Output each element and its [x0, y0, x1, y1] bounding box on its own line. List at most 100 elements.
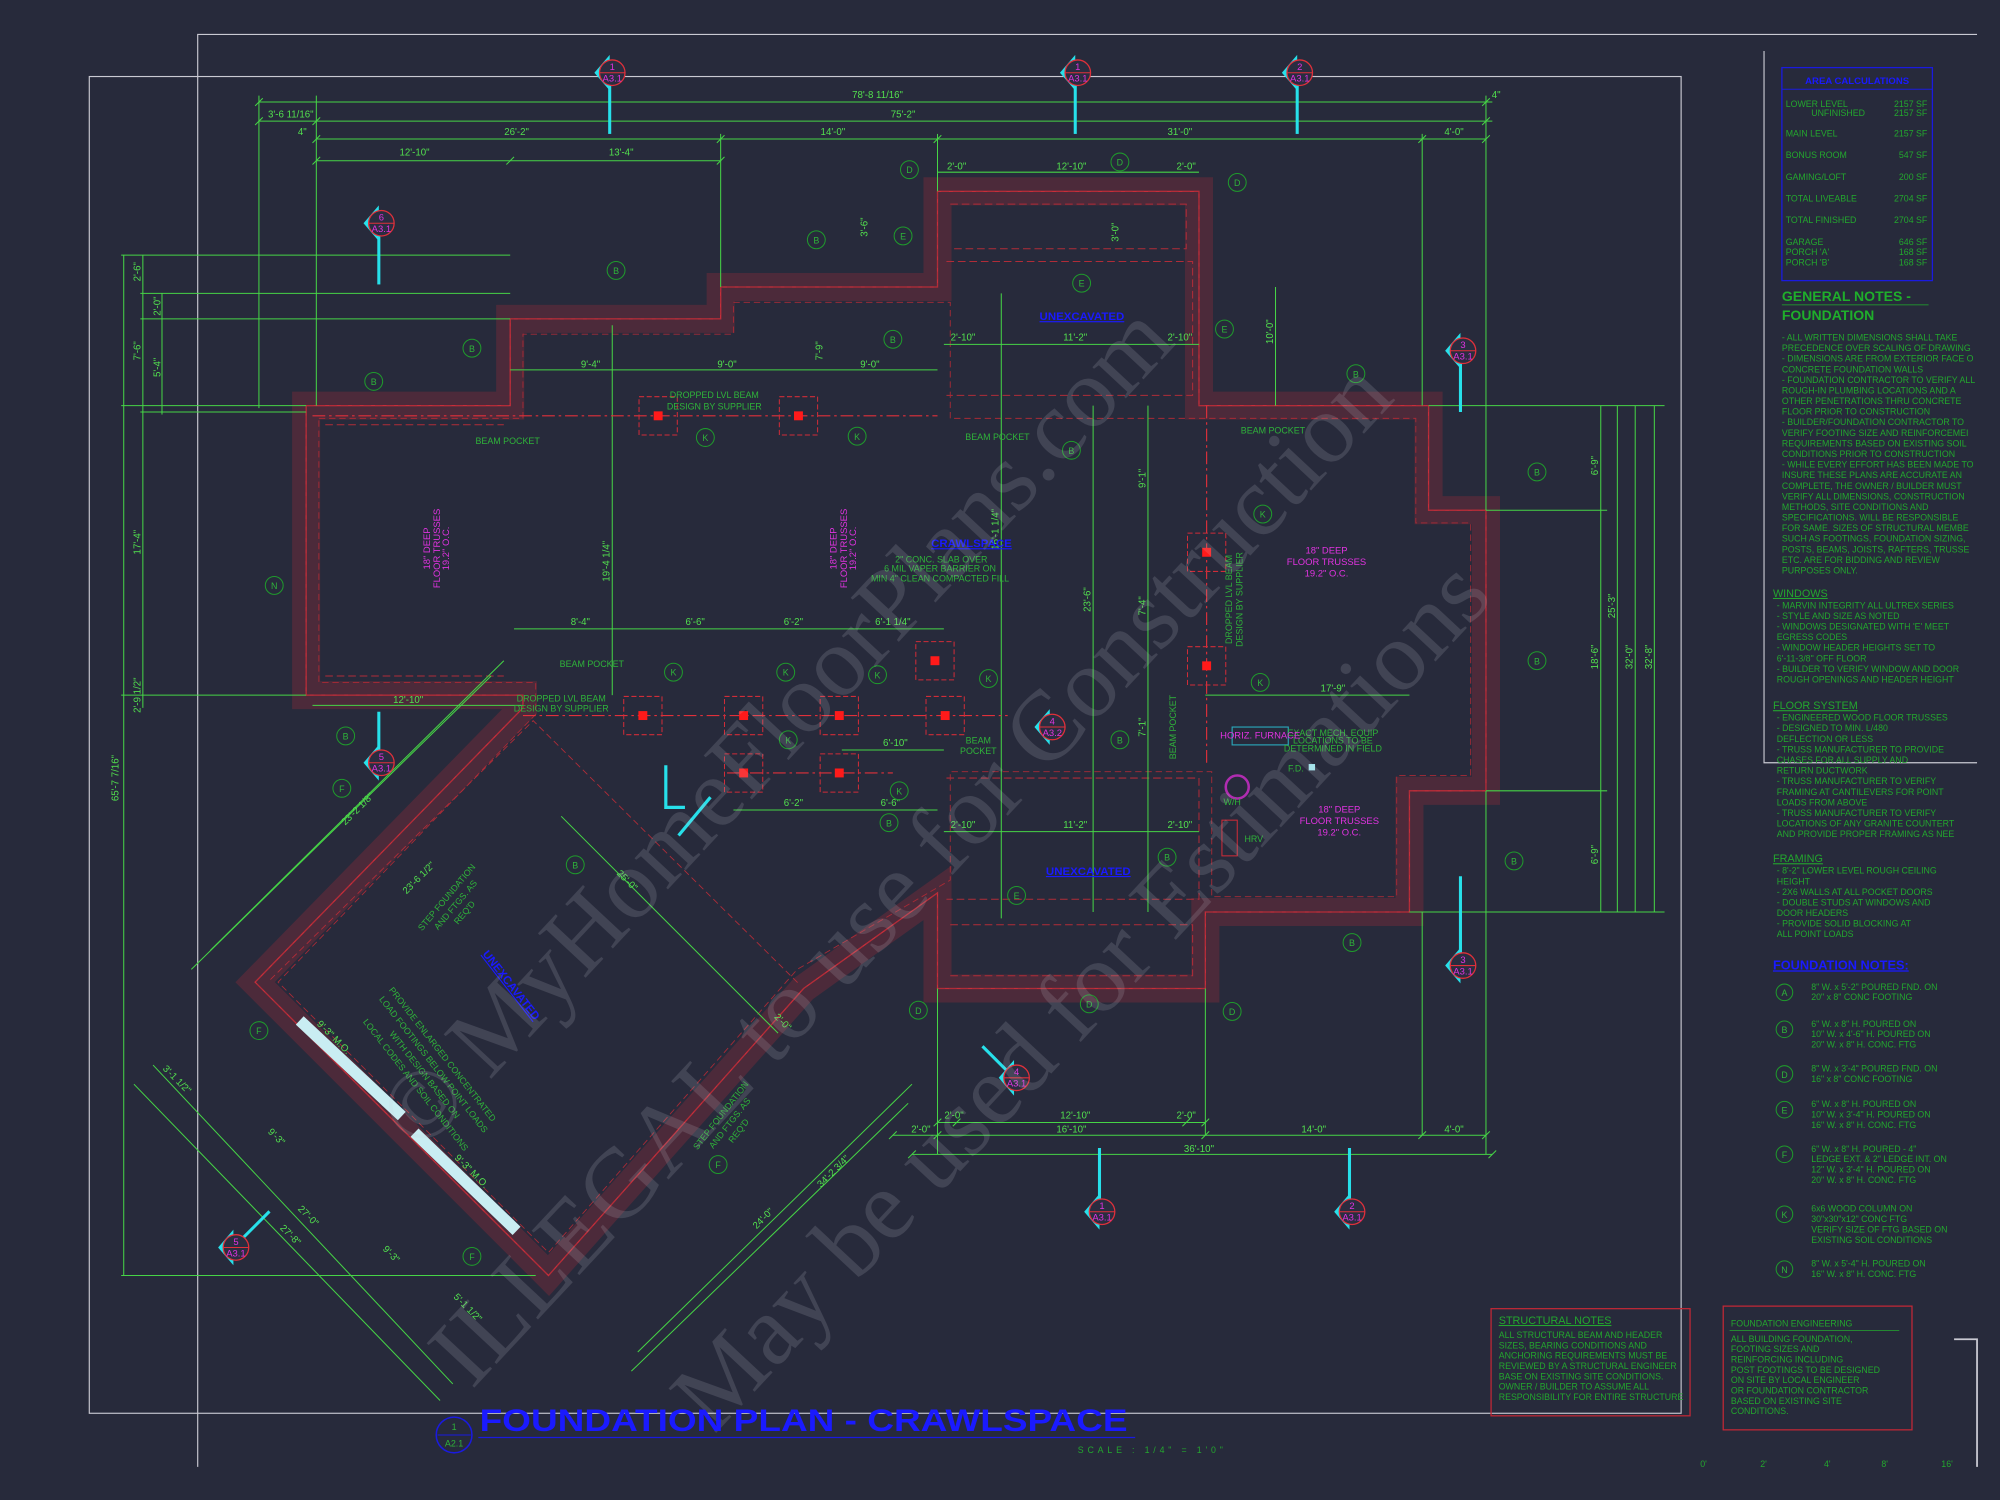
- general-note-line: - ALL WRITTEN DIMENSIONS SHALL TAKE: [1782, 333, 1958, 343]
- floor-truss-label: 19.2" O.C.: [1305, 568, 1349, 579]
- callout-tag: B: [890, 335, 896, 345]
- general-note-line: SPECIFICATIONS. WILL BE RESPONSIBLE: [1782, 513, 1959, 523]
- notes-line: - WINDOWS DESIGNATED WITH 'E' MEET: [1777, 622, 1950, 632]
- callout-circle: [1072, 273, 1092, 293]
- section-marker: 6A3.1: [363, 205, 395, 285]
- dimension-label: 6'-6": [686, 617, 706, 628]
- foundation-notes-title: FOUNDATION NOTES:: [1773, 957, 1909, 972]
- notes-line: - MARVIN INTEGRITY ALL ULTREX SERIES: [1777, 600, 1954, 610]
- wood-column: [1202, 547, 1212, 557]
- wood-column: [638, 711, 648, 721]
- callout-circle: [879, 813, 899, 833]
- section-number: 1: [610, 61, 615, 72]
- wood-column: [653, 411, 663, 421]
- furnace-symbol: [1231, 726, 1289, 746]
- dimension-label: 25'-3": [1607, 593, 1618, 618]
- foundation-note-line: 16" x 8" CONC FOOTING: [1811, 1074, 1912, 1084]
- column-footing-outline: [723, 695, 764, 736]
- dimension-label: 2'-0": [947, 162, 967, 173]
- section-marker: 5A3.1: [218, 1210, 271, 1266]
- general-note-line: COMPLETE, THE OWNER / BUILDER MUST: [1782, 481, 1962, 491]
- note-tag: E: [1781, 1106, 1787, 1116]
- dimension-label: 9'-0": [717, 359, 737, 370]
- callout-tag: K: [670, 668, 676, 678]
- callout-circle: [1110, 730, 1130, 750]
- dimension-label: 11'-2": [1063, 333, 1088, 344]
- dimension-line: [210, 660, 505, 951]
- dimension-tick: [907, 1150, 917, 1159]
- beams-and-columns: [312, 396, 1316, 857]
- notes-line: - 2X6 WALLS AT ALL POCKET DOORS: [1777, 887, 1933, 897]
- general-note-line: INSURE THESE PLANS ARE ACCURATE AN: [1782, 470, 1962, 480]
- callout-tag: K: [1260, 510, 1266, 520]
- scale-bar-label: 8': [1881, 1459, 1888, 1469]
- plan-note: HRV: [1244, 834, 1263, 844]
- callout-circle: [908, 1000, 928, 1020]
- dimension-label: 18'-6": [1590, 644, 1601, 669]
- callout-tag: K: [1257, 678, 1263, 688]
- notes-line: LOADS FROM ABOVE: [1777, 797, 1868, 807]
- column-footing-outline: [925, 695, 965, 736]
- callout-circle: [776, 662, 796, 682]
- callout-tag: B: [1511, 857, 1517, 867]
- area-row-value: 168 SF: [1899, 247, 1928, 257]
- area-row-label: MAIN LEVEL: [1786, 128, 1838, 138]
- dimension-label: 23'-6 1/2": [401, 860, 438, 897]
- dimension-label: 2'-10": [1168, 820, 1193, 831]
- plan-note: BEAM POCKET: [1168, 694, 1178, 759]
- floor-truss-label: FLOOR TRUSSES: [431, 509, 442, 588]
- structural-note-line: ALL STRUCTURAL BEAM AND HEADER: [1499, 1330, 1663, 1340]
- dimension-tick: [716, 134, 725, 144]
- dimension-tick: [933, 134, 942, 144]
- dimension-tick: [1481, 1131, 1491, 1140]
- dimension-label: 2'-0": [153, 296, 164, 316]
- wood-column: [940, 711, 950, 721]
- wood-column: [739, 711, 749, 721]
- section-marker: 3A3.1: [1445, 876, 1477, 984]
- dimension-label: 65'-7 7/16": [111, 754, 122, 801]
- column-footing-outline: [1186, 532, 1227, 572]
- callout-circle: [364, 371, 384, 391]
- section-number: 1: [1099, 1200, 1104, 1211]
- column-footing-outline: [723, 753, 764, 793]
- section-sheet: A3.1: [603, 73, 622, 84]
- notes-line: - DESIGNED TO MIN. L/480: [1777, 723, 1888, 733]
- section-sheet: A3.1: [1453, 351, 1472, 362]
- dimension-label: 6'-9": [1590, 844, 1601, 864]
- dimension-tick: [506, 156, 515, 165]
- dimension-label: 12'-10": [400, 148, 431, 159]
- area-row-value: 2704 SF: [1894, 194, 1928, 204]
- dimension-label: 7'-4": [1137, 596, 1148, 616]
- callout-tag: D: [1117, 158, 1123, 168]
- foundation-engineering-line: FOOTING SIZES AND: [1731, 1344, 1819, 1354]
- plan-note: DROPPED LVL BEAM: [1224, 555, 1234, 644]
- foundation-engineering-line: BASED ON EXISTING SITE: [1731, 1396, 1842, 1406]
- notes-line: ALL POINT LOADS: [1777, 929, 1854, 939]
- foundation-note-line: 30"x30"x12" CONC FTG: [1811, 1214, 1907, 1224]
- dimension-label: 2'-0": [1177, 1111, 1197, 1122]
- callout-circle: [462, 1246, 482, 1266]
- wood-column: [834, 711, 844, 721]
- callout-tag: B: [469, 344, 475, 354]
- notes-section-title: FLOOR SYSTEM: [1773, 700, 1858, 712]
- section-marker: 4A3.1: [981, 1045, 1030, 1096]
- callout-circle: [778, 730, 798, 750]
- note-tag: K: [1781, 1210, 1787, 1220]
- dimension-label: 6'-6": [881, 798, 901, 809]
- notes-line: - TRUSS MANUFACTURER TO VERIFY: [1777, 808, 1936, 818]
- structural-note-line: OWNER / BUILDER TO ASSUME ALL: [1499, 1382, 1649, 1392]
- area-row-label: LOWER LEVEL: [1786, 99, 1848, 109]
- dimension-label: 27'-0": [295, 1204, 321, 1230]
- dimension-tick: [1481, 116, 1491, 126]
- plan-note: POCKET: [960, 746, 997, 756]
- dimension-label: 12'-10": [1060, 1111, 1091, 1122]
- stair-marker: [664, 765, 685, 809]
- callout-tag: B: [886, 818, 892, 828]
- plan-note: DESIGN BY SUPPLIER: [1234, 551, 1244, 646]
- callout-tag: D: [906, 165, 912, 175]
- dimension-label: 5'-4": [153, 357, 164, 377]
- dimension-tick: [1481, 134, 1491, 144]
